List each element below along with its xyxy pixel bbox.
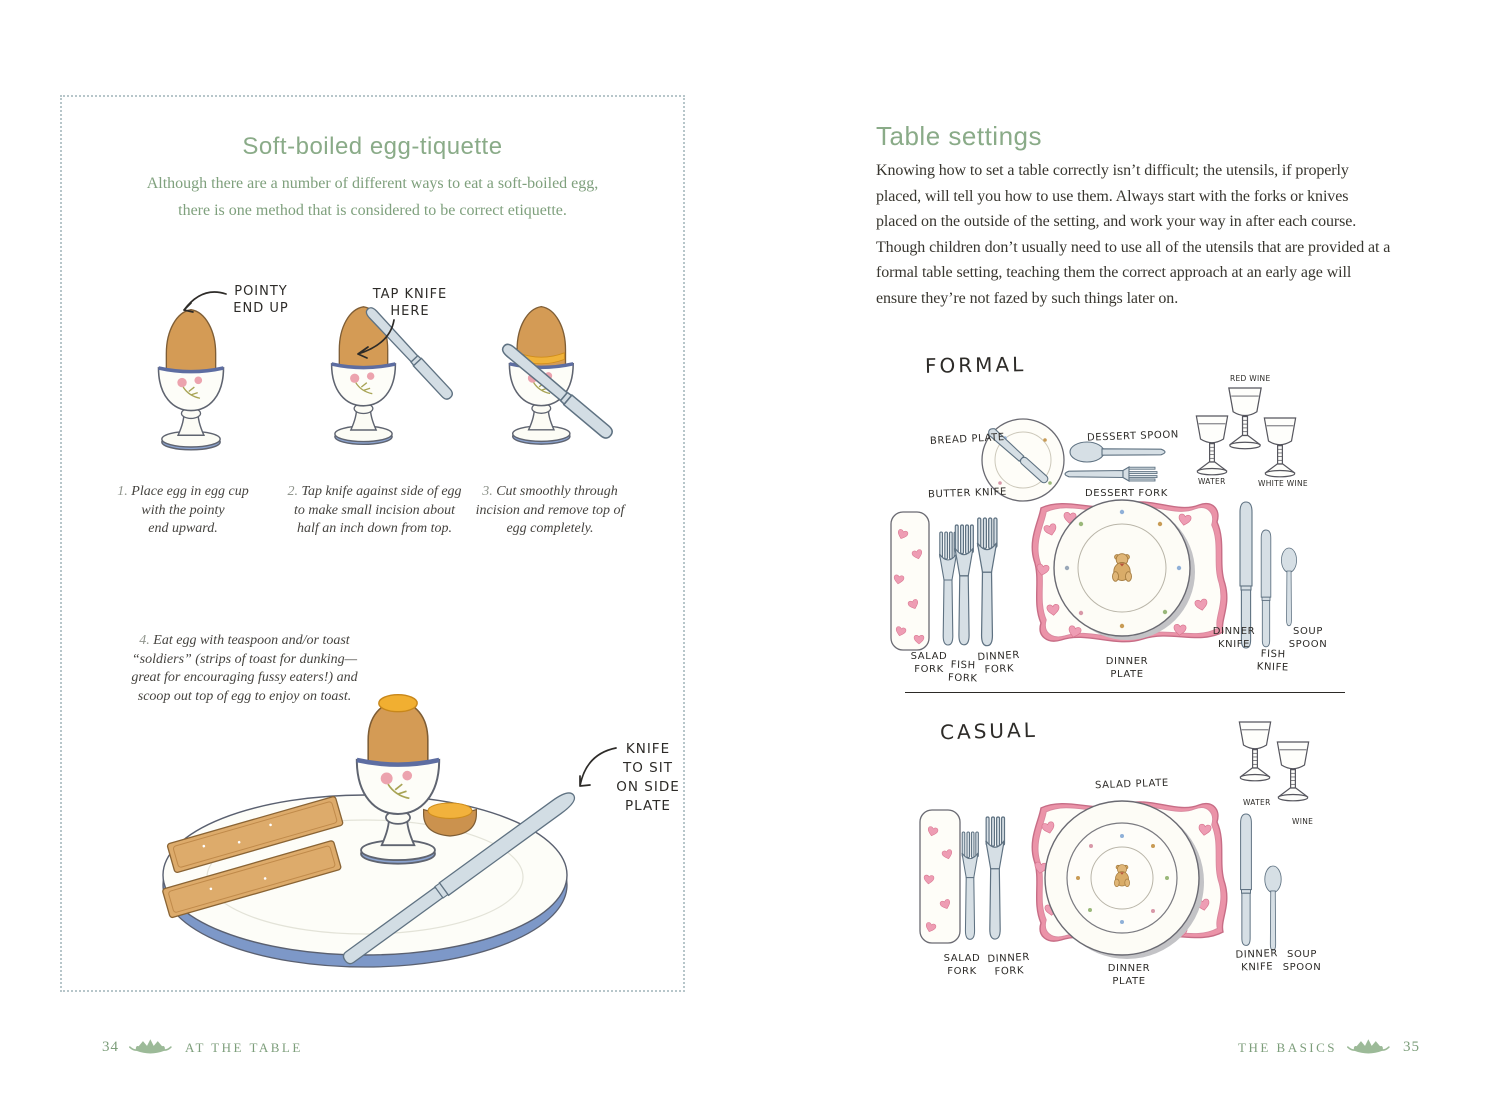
label-white-wine: WHITE WINE [1258,479,1308,488]
label-salad-plate: SALAD PLATE [1094,777,1169,792]
bread-plate [981,418,1065,502]
right-footer: THE BASICS 35 [1238,1038,1420,1057]
label-dinner-fork: DINNER FORK [977,649,1021,676]
water-glass-icon [1238,721,1272,782]
step-2-caption: 2. Tap knife against side of egg to make… [287,484,462,536]
arrow-to-egg-side-icon [357,319,395,359]
salad-fork-icon [938,531,958,646]
knife-on-plate [342,792,576,965]
label-water: WATER [1243,798,1271,807]
annotation-tap-knife-here: TAP KNIFE HERE [372,287,448,320]
annotation-knife-side-plate: KNIFE TO SIT ON SIDE PLATE [616,741,680,814]
page-subtitle: Although there are a number of different… [60,170,685,224]
egg-cup-step1-illustration [156,309,226,452]
egg-cup-opened-egg [357,693,439,864]
red-wine-glass-icon [1228,387,1262,450]
dinner-and-salad-plates [1044,800,1204,959]
step-4-caption: 4. Eat egg with teaspoon and/or toast “s… [131,633,358,704]
crown-icon [129,1039,172,1054]
teddy-bear-motif [1114,864,1130,888]
page-number: 35 [1403,1039,1421,1055]
subtitle-line: Although there are a number of different… [146,175,599,192]
left-footer: 34 AT THE TABLE [102,1038,303,1057]
label-wine: WINE [1292,817,1314,826]
dessert-fork-icon [1064,466,1158,482]
dessert-spoon-icon [1069,441,1166,463]
page-title: Soft-boiled egg-tiquette [242,133,503,160]
teddy-bear-motif [1112,553,1132,582]
white-wine-glass-icon [1263,417,1297,478]
napkin [919,809,961,944]
label-butter-knife: BUTTER KNIFE [927,486,1008,501]
casual-heading: CASUAL [939,717,1039,745]
label-dinner-plate: DINNER PLATE [1107,963,1151,987]
egg-breakfast-plate-illustration [162,693,576,968]
formal-table-setting-illustration [890,387,1297,651]
label-dinner-fork: DINNER FORK [987,951,1031,978]
napkin [890,511,930,651]
egg-cup-step3-illustration [499,305,616,446]
dinner-fork-icon [976,517,998,647]
step-3-caption: 3. Cut smoothly through incision and rem… [475,484,625,536]
egg-top-half-shell [422,802,478,837]
dinner-fork-icon [985,816,1006,940]
dinner-knife-icon [1240,813,1252,946]
soup-spoon-icon [1281,547,1297,627]
crown-icon [1347,1039,1390,1054]
water-glass-icon [1195,415,1229,476]
label-salad-fork: SALAD FORK [943,953,981,977]
left-page-dotted-frame [60,95,685,992]
label-dinner-knife: DINNER KNIFE [1212,626,1256,650]
label-salad-fork: SALAD FORK [910,651,948,675]
arrow-to-egg-top-icon [183,291,227,313]
egg-cup-step2-illustration [329,304,456,447]
chapter-label: AT THE TABLE [185,1039,303,1055]
label-soup-spoon: SOUP SPOON [1288,626,1328,650]
label-soup-spoon: SOUP SPOON [1282,949,1322,973]
page-number: 34 [102,1039,119,1055]
label-dinner-plate: DINNER PLATE [1105,656,1149,680]
butter-knife-icon [988,428,1049,484]
label-fish-knife: FISH KNIFE [1256,648,1289,674]
arrow-to-knife-icon [579,747,617,787]
soup-spoon-icon [1264,865,1282,951]
annotation-pointy-end-up: POINTY END UP [233,284,289,317]
dinner-plate [1053,499,1195,640]
section-title: Table settings [876,121,1042,151]
salad-fork-icon [961,831,979,940]
label-dessert-fork: DESSERT FORK [1085,488,1168,499]
fish-fork-icon [954,524,974,646]
section-divider [905,692,1345,693]
wine-glass-icon [1276,741,1310,802]
chapter-label: THE BASICS [1238,1039,1338,1055]
subtitle-line: there is one method that is considered t… [178,202,567,219]
section-body-text: Knowing how to set a table correctly isn… [876,162,1391,307]
casual-table-setting-illustration [919,721,1310,959]
step-1-caption: 1. Place egg in egg cup with the pointy … [117,484,249,536]
label-red-wine: RED WINE [1230,374,1271,383]
label-water: WATER [1198,477,1226,486]
left-page: Soft-boiled egg-tiquette Although there … [60,95,685,1057]
formal-heading: FORMAL [924,352,1027,378]
toast-soldiers [162,796,344,919]
